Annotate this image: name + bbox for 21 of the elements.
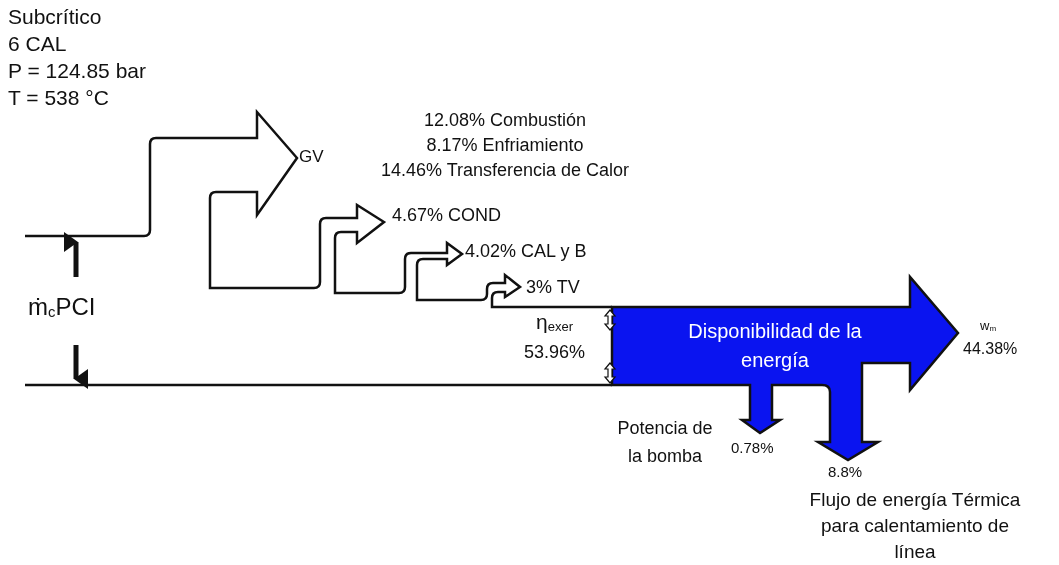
input-label: ṁ$_{c}$PCI (28, 293, 96, 323)
loss-label: 12.08% Combustión (422, 110, 588, 132)
condition-label: 6 CAL (8, 31, 67, 57)
flow-value: 8.8% (828, 463, 863, 481)
output-label: w$_{m}$ (980, 318, 997, 334)
condition-label: P = 124.85 bar (8, 58, 146, 84)
loss-label: 8.17% Enfriamiento (425, 135, 585, 157)
flow-label: Flujo de energía Térmica para calentamiento de línea (808, 488, 1022, 564)
output-value: 44.38% (963, 339, 1018, 359)
flow-label: Disponibilidad de la energía (687, 319, 863, 373)
loss-label: 4.67% COND (392, 205, 502, 227)
efficiency-label: η$_{exer}$ (536, 309, 573, 335)
flow-value: 0.78% (731, 439, 774, 457)
component-label: GV (299, 147, 324, 168)
condition-label: Subcrítico (8, 4, 102, 30)
condition-label: T = 538 °C (8, 85, 109, 111)
loss-label: 4.02% CAL y B (465, 241, 587, 263)
efficiency-value: 53.96% (524, 342, 586, 364)
loss-label: 14.46% Transferencia de Calor (379, 160, 631, 182)
flow-label: Potencia de la bomba (616, 417, 714, 468)
loss-label: 3% TV (526, 277, 580, 299)
